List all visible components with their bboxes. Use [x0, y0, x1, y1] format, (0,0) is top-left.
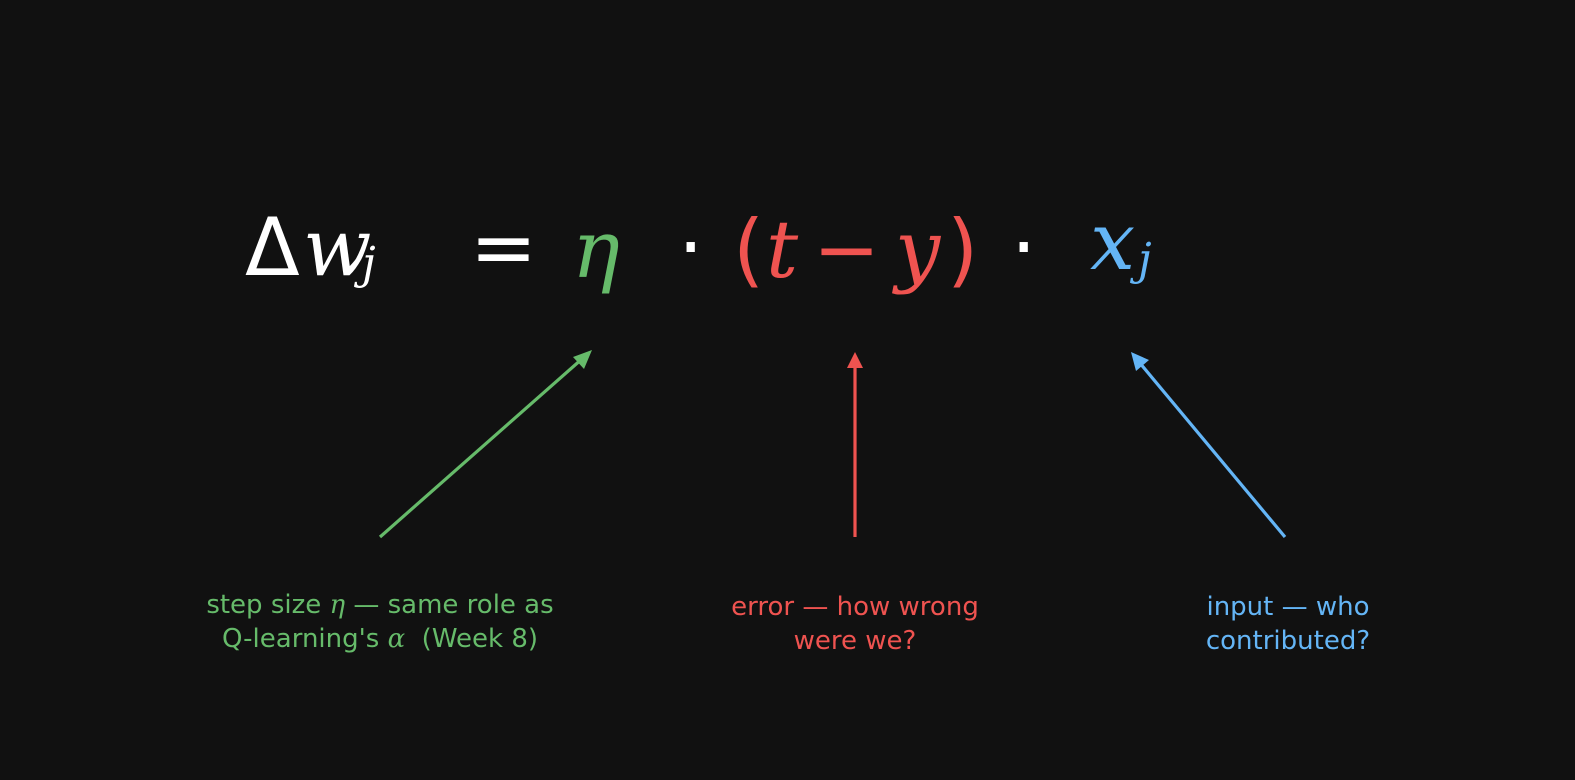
- target-symbol: t: [766, 203, 799, 296]
- output-symbol: y: [895, 203, 941, 296]
- step-size-annotation: step size η — same role as Q-learning's …: [182, 588, 578, 656]
- open-paren: (: [733, 203, 765, 296]
- error-line-1: error — how wrong: [731, 592, 979, 622]
- step-arrow: [378, 350, 592, 539]
- multiply-dot-1: ·: [678, 201, 704, 294]
- weight-subscript: j: [362, 238, 376, 289]
- input-annotation: input — who contributed?: [1178, 590, 1398, 658]
- input-line-1: input — who: [1206, 592, 1370, 622]
- step-size-line-1: step size η — same role as: [206, 590, 554, 620]
- error-arrow: [847, 352, 863, 537]
- close-paren: ): [947, 203, 979, 296]
- equals-sign: =: [470, 201, 538, 294]
- input-subscript: j: [1138, 234, 1152, 285]
- delta-symbol: Δ: [245, 201, 300, 294]
- input-arrow: [1131, 352, 1287, 539]
- eta-symbol: η: [572, 203, 620, 296]
- multiply-dot-2: ·: [1011, 201, 1037, 294]
- error-line-2: were we?: [793, 626, 917, 656]
- input-symbol: x: [1090, 195, 1136, 288]
- step-size-line-2: Q-learning's α (Week 8): [221, 624, 539, 654]
- minus-sign: −: [813, 203, 881, 296]
- input-line-2: contributed?: [1205, 626, 1371, 656]
- error-annotation: error — how wrong were we?: [705, 590, 1005, 658]
- weight-symbol: w: [303, 201, 372, 294]
